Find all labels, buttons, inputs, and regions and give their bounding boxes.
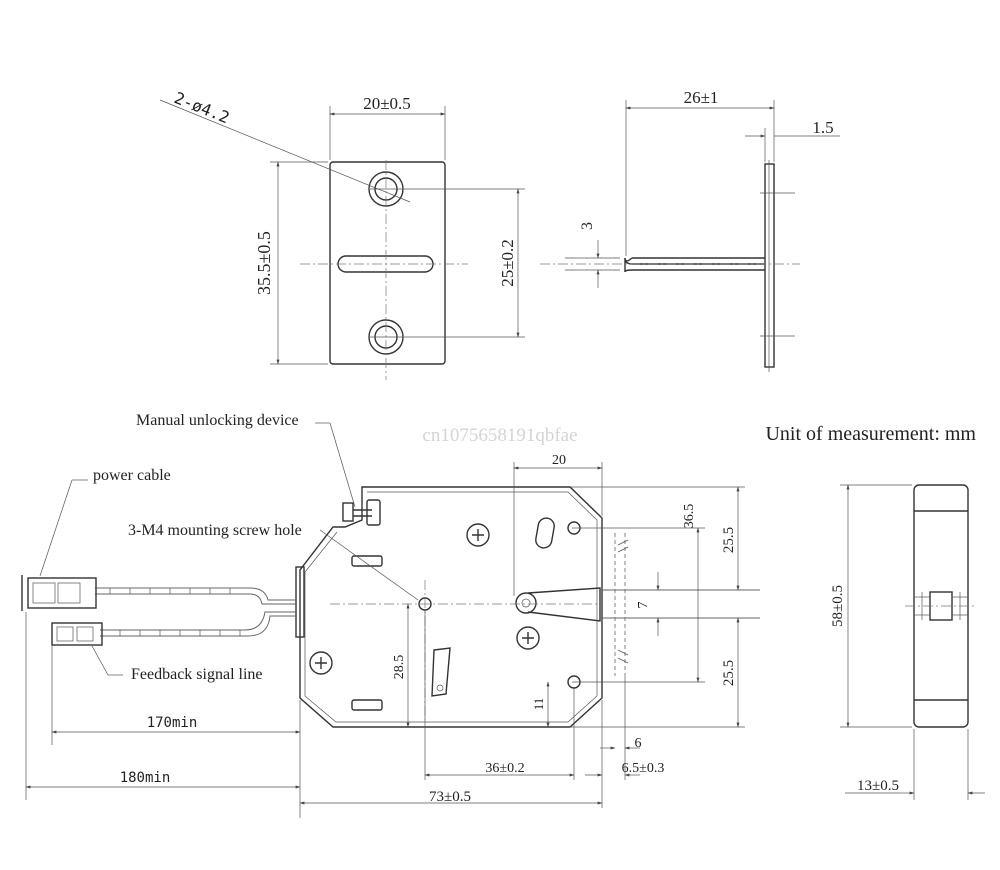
strike-thickness-dim: 1.5 (812, 118, 833, 137)
dim-top-20: 20 (552, 453, 566, 468)
dim-7: 7 (636, 602, 651, 609)
side-width-dim: 13±0.5 (857, 778, 899, 794)
mounting-holes-label: 3-M4 mounting screw hole (128, 522, 302, 539)
dim-11: 11 (531, 698, 546, 711)
dim-25-5-bottom: 25.5 (721, 660, 737, 686)
plate-height-dim: 35.5±0.5 (254, 231, 274, 295)
dim-36: 36±0.2 (485, 761, 524, 776)
strike-side-view (540, 100, 840, 372)
lock-body-front-view (295, 422, 760, 728)
dim-170: 170min (147, 715, 198, 731)
dim-6-5: 6.5±0.3 (622, 761, 665, 776)
strike-length-dim: 26±1 (684, 88, 719, 107)
holes-label: 2-ø4.2 (172, 88, 233, 127)
cable-assembly (21, 479, 296, 676)
dim-6: 6 (635, 736, 642, 751)
feedback-line-label: Feedback signal line (131, 666, 263, 683)
manual-unlock-label: Manual unlocking device (136, 412, 299, 429)
side-height-dim: 58±0.5 (830, 585, 846, 627)
lock-dimension-lines (25, 462, 745, 818)
dim-36-5: 36.5 (682, 504, 697, 529)
strike-plate-front-view (159, 99, 525, 380)
dim-180: 180min (120, 770, 171, 786)
dim-25-5-top: 25.5 (721, 527, 737, 553)
plate-width-dim: 20±0.5 (363, 94, 411, 113)
plate-pitch-dim: 25±0.2 (498, 239, 517, 287)
dim-73: 73±0.5 (429, 789, 471, 805)
tongue-dim: 3 (579, 222, 596, 230)
dim-28-5: 28.5 (392, 655, 407, 680)
watermark-text: cn1075658191qbfae (422, 425, 577, 446)
unit-note: Unit of measurement: mm (765, 423, 976, 445)
lock-side-view (840, 484, 985, 800)
power-cable-label: power cable (93, 467, 171, 484)
